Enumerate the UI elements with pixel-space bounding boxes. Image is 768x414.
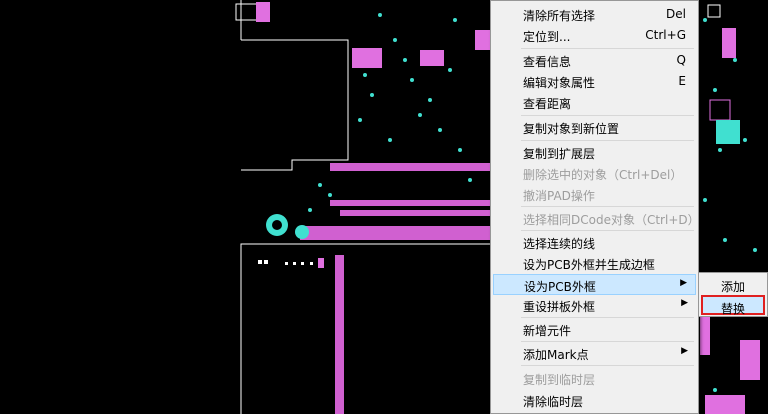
right-component	[716, 120, 740, 144]
menu-item-reset-panel-outline[interactable]: 重设拼板外框 ▶	[493, 295, 696, 316]
vertical-strip	[335, 255, 344, 414]
right-component	[722, 28, 736, 58]
menu-item-label: 复制到临时层	[523, 373, 596, 387]
menu-item-label: 新增元件	[523, 324, 572, 338]
right-component	[709, 99, 731, 121]
menu-item-shortcut: Q	[676, 53, 686, 67]
menu-item-copy-to-new-position[interactable]: 复制对象到新位置	[493, 117, 696, 138]
menu-item-label: 删除选中的对象（Ctrl+Del）	[523, 168, 683, 182]
small-pads	[258, 258, 324, 268]
board-cutout	[241, 39, 349, 171]
menu-item-delete-selected[interactable]: 删除选中的对象（Ctrl+Del）	[493, 163, 696, 184]
menu-item-view-info[interactable]: 查看信息 Q	[493, 50, 696, 71]
menu-item-edit-properties[interactable]: 编辑对象属性 E	[493, 71, 696, 92]
menu-separator	[521, 230, 694, 231]
connector-strip	[300, 226, 495, 240]
menu-item-copy-to-temp-layer[interactable]: 复制到临时层	[493, 368, 696, 389]
menu-item-shortcut: Ctrl+G	[645, 28, 686, 42]
menu-separator	[521, 365, 694, 366]
menu-item-add-mark[interactable]: 添加Mark点 ▶	[493, 343, 696, 364]
menu-item-clear-selection[interactable]: 清除所有选择 Del	[493, 4, 696, 25]
small-component	[256, 2, 270, 22]
menu-item-label: 清除所有选择	[523, 9, 596, 23]
menu-item-undo-pad[interactable]: 撤消PAD操作	[493, 184, 696, 205]
chip	[740, 340, 760, 380]
connector-strip	[340, 210, 495, 216]
menu-item-label: 撤消PAD操作	[523, 189, 595, 203]
menu-item-select-same-dcode[interactable]: 选择相同DCode对象（Ctrl+D）	[493, 208, 700, 229]
menu-item-shortcut: Del	[666, 7, 686, 21]
via-cluster	[308, 13, 757, 392]
menu-item-label: 选择连续的线	[523, 237, 596, 251]
menu-item-set-pcb-outline[interactable]: 设为PCB外框 ▶	[493, 274, 696, 295]
menu-item-add-component[interactable]: 新增元件	[493, 319, 696, 340]
menu-item-label: 重设拼板外框	[523, 300, 596, 314]
chip	[700, 295, 710, 355]
submenu-arrow-icon: ▶	[681, 298, 688, 308]
submenu-item-replace[interactable]: 替换	[701, 295, 765, 316]
right-component	[705, 395, 745, 414]
menu-item-shortcut: E	[678, 74, 686, 88]
menu-separator	[521, 115, 694, 116]
menu-separator	[521, 341, 694, 342]
menu-item-label: 查看信息	[523, 55, 572, 69]
menu-item-label: 设为PCB外框	[524, 280, 596, 294]
menu-item-label: 复制对象到新位置	[523, 122, 620, 136]
menu-item-label: 复制到扩展层	[523, 147, 596, 161]
mounting-pad-hole	[272, 220, 282, 230]
menu-separator	[521, 140, 694, 141]
menu-item-label: 添加Mark点	[523, 348, 589, 362]
menu-item-label: 编辑对象属性	[523, 76, 596, 90]
right-component	[707, 4, 721, 18]
chip	[352, 48, 382, 68]
chip	[420, 50, 444, 66]
mounting-pad	[295, 225, 309, 239]
menu-item-label: 定位到...	[523, 30, 571, 44]
context-menu: 清除所有选择 Del 定位到... Ctrl+G 查看信息 Q 编辑对象属性 E…	[490, 0, 700, 414]
menu-item-label: 清除临时层	[523, 395, 584, 409]
menu-item-view-distance[interactable]: 查看距离	[493, 92, 696, 113]
menu-item-select-continuous-lines[interactable]: 选择连续的线	[493, 232, 696, 253]
menu-item-label: 选择相同DCode对象（Ctrl+D）	[523, 213, 700, 227]
menu-item-label: 查看距离	[523, 97, 572, 111]
menu-item-set-pcb-outline-and-border[interactable]: 设为PCB外框并生成边框	[493, 253, 696, 274]
menu-item-goto[interactable]: 定位到... Ctrl+G	[493, 25, 696, 46]
submenu-item-label: 替换	[720, 302, 745, 316]
submenu-item-add[interactable]: 添加	[701, 275, 765, 295]
menu-separator	[521, 317, 694, 318]
submenu-arrow-icon: ▶	[680, 278, 687, 288]
submenu-arrow-icon: ▶	[681, 346, 688, 356]
menu-separator	[521, 206, 694, 207]
submenu-item-label: 添加	[720, 280, 745, 294]
menu-item-label: 设为PCB外框并生成边框	[523, 258, 655, 272]
submenu-pcb-outline: 添加 替换	[698, 272, 768, 317]
connector-strip	[330, 163, 495, 171]
menu-separator	[521, 48, 694, 49]
menu-item-copy-to-extension-layer[interactable]: 复制到扩展层	[493, 142, 696, 163]
connector-strip	[330, 200, 495, 206]
menu-item-clear-temp-layer[interactable]: 清除临时层	[493, 390, 696, 411]
